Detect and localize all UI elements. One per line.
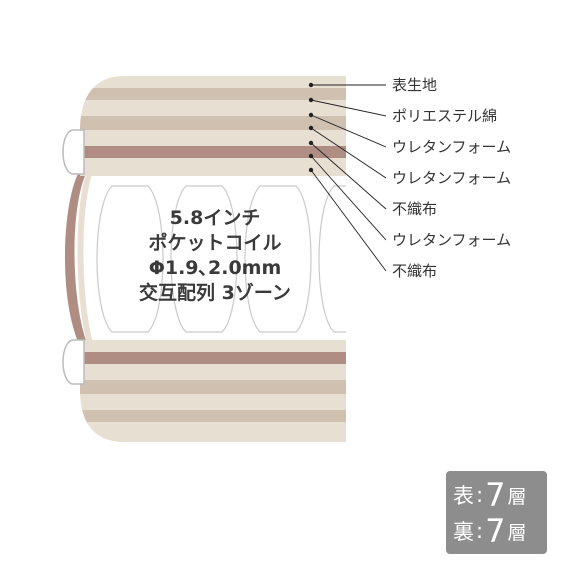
coil-arrangement-text: 交互配列 3ゾーン [139,282,291,304]
top-layer-6 [80,146,346,158]
layer-label-6: ウレタンフォーム [392,231,512,249]
badge-top-unit: 層 [507,485,527,508]
bottom-layer-2 [80,352,346,364]
badge-top-row: 表 : 7 層 [453,477,526,513]
badge-bottom-count: 7 [485,512,506,550]
leader-dot-1 [308,82,314,88]
leader-dot-4 [308,125,314,131]
top-layer-3 [80,100,346,116]
top-layer-2 [80,88,346,100]
badge-colon-top: : [476,483,484,507]
handle-top [62,129,85,175]
badge-top-count: 7 [485,476,506,514]
top-layer-4 [80,116,346,130]
bottom-layer-5 [80,394,346,410]
layer-label-5: 不織布 [392,200,438,218]
bottom-layer-7 [80,422,346,442]
leader-dot-6 [308,153,314,159]
bottom-layer-1 [80,340,346,352]
layer-label-3: ウレタンフォーム [392,138,512,156]
leader-lines [308,82,387,272]
coil-description: 5.8インチ ポケットコイル Φ1.9､2.0mm 交互配列 3ゾーン [120,206,310,306]
coil-type-text: ポケットコイル [148,232,282,254]
top-layer-1 [80,76,346,88]
leader-dot-7 [308,167,314,173]
layer-label-7: 不織布 [392,262,438,280]
coil-size-text: 5.8インチ [169,207,261,229]
badge-colon-bottom: : [476,519,484,543]
pocket-coils [96,185,346,333]
pocket-coil-2 [170,185,238,333]
coil-diameter-text: Φ1.9､2.0mm [148,257,282,279]
layer-count-badge: 表 : 7 層 裏 : 7 層 [446,471,547,554]
handle-bottom [62,339,85,385]
pocket-coil-1 [96,185,164,333]
pocket-coil-3 [244,185,312,333]
bottom-layer-6 [80,410,346,422]
leader-dot-3 [308,112,314,118]
pocket-coil-4 [318,185,346,333]
leader-dot-5 [308,140,314,146]
top-layer-7 [80,158,346,176]
badge-bottom-side: 裏 [453,520,474,544]
leader-dot-2 [308,97,314,103]
layer-label-4: ウレタンフォーム [392,169,512,187]
badge-bottom-row: 裏 : 7 層 [453,513,526,549]
top-layer-5 [80,130,346,146]
bottom-layer-4 [80,380,346,394]
side-border-inner [77,170,94,346]
badge-top-side: 表 [453,484,474,508]
top-comfort-layers [80,76,346,176]
badge-bottom-unit: 層 [507,521,527,544]
layer-label-2: ポリエステル綿 [392,107,498,125]
bottom-layer-3 [80,364,346,380]
layer-label-1: 表生地 [392,76,438,94]
bottom-comfort-layers [80,340,346,442]
side-border [64,170,88,346]
